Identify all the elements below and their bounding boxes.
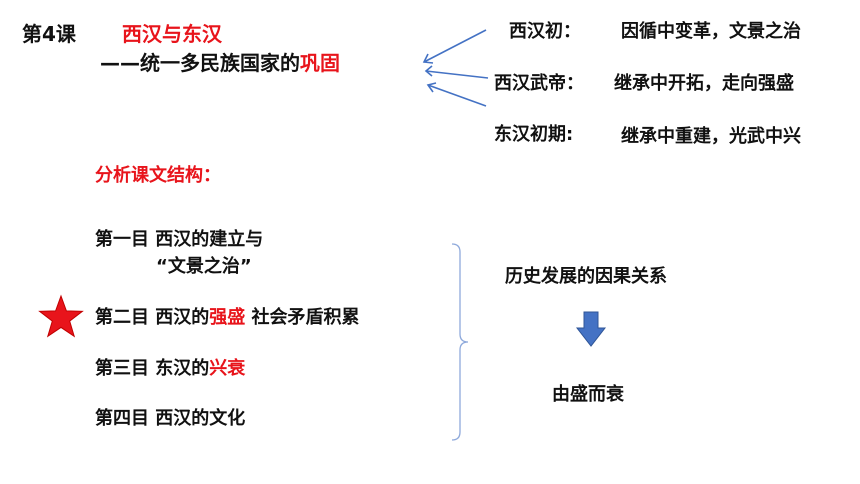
stage-summary-1: 因循中变革，文景之治 <box>621 21 801 42</box>
lesson-number: 第4课 <box>22 22 76 46</box>
stage-period-2: 西汉武帝： <box>494 73 584 94</box>
trend-label: 由盛而衰 <box>552 384 624 405</box>
stage-period-3: 东汉初期: <box>494 124 574 145</box>
section-2-suffix: 社会矛盾积累 <box>245 307 360 328</box>
section-4: 第四目 西汉的文化 <box>95 408 246 429</box>
stage-summary-2: 继承中开拓，走向强盛 <box>614 73 794 94</box>
section-3-highlight: 兴衰 <box>209 358 246 379</box>
section-2-prefix: 第二目 西汉的 <box>95 307 210 328</box>
connector-arrowhead-1 <box>422 53 434 64</box>
brace-bracket <box>451 243 469 441</box>
subtitle-prefix: ——统一多民族国家的 <box>100 51 300 75</box>
connector-arrowhead-3 <box>426 82 437 93</box>
connector-arrowhead-2 <box>424 65 433 77</box>
connector-arrow-2 <box>425 70 489 79</box>
connector-arrow-1 <box>423 29 487 63</box>
causal-relation-label: 历史发展的因果关系 <box>505 266 667 287</box>
stage-summary-3: 继承中重建，光武中兴 <box>621 126 801 147</box>
section-2: 第二目 西汉的强盛 社会矛盾积累 <box>95 307 360 329</box>
analysis-heading: 分析课文结构： <box>95 165 221 186</box>
star-icon <box>38 294 84 338</box>
stage-period-1: 西汉初： <box>509 21 581 42</box>
lesson-subtitle: ——统一多民族国家的巩固 <box>100 51 340 75</box>
connector-arrows <box>422 29 489 107</box>
connector-arrow-3 <box>427 84 487 107</box>
section-3: 第三目 东汉的兴衰 <box>95 358 245 380</box>
section-1-line-1: 第一目 西汉的建立与 <box>95 229 264 250</box>
lesson-title: 西汉与东汉 <box>122 22 222 46</box>
subtitle-highlight: 巩固 <box>300 51 340 75</box>
down-arrow-icon <box>575 311 607 347</box>
section-2-highlight: 强盛 <box>209 307 246 328</box>
section-1-line-2: “文景之治” <box>156 256 252 277</box>
section-3-prefix: 第三目 东汉的 <box>95 358 210 379</box>
